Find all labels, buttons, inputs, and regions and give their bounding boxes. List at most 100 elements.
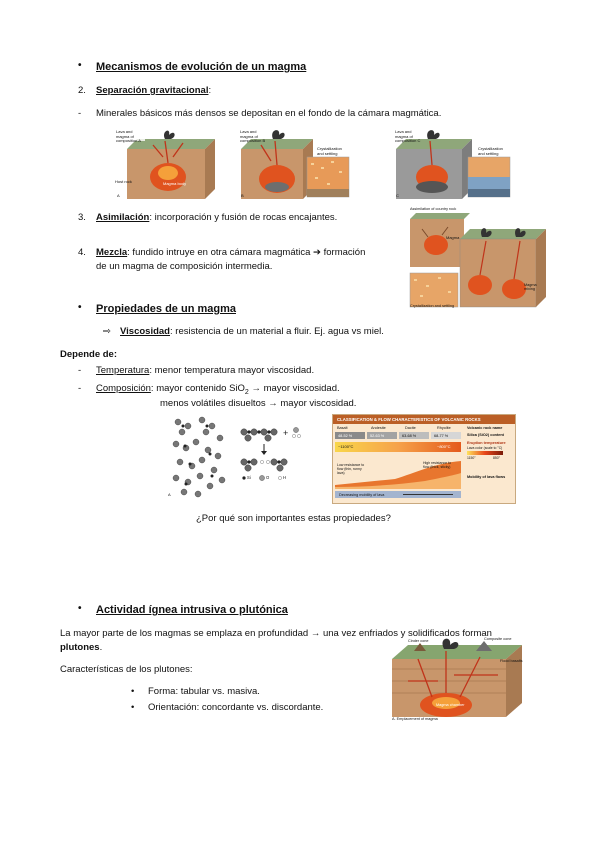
fig-label-assimilation: Assimilation of country rock (410, 207, 457, 211)
fig-label-composite: Composite cone (484, 637, 512, 641)
figure-volcanic-rocks-table: CLASSIFICATION & FLOW CHARACTERISTICS OF… (332, 414, 516, 504)
fig-label-cinder: Cinder cone (408, 639, 429, 643)
bullet-dot: • (78, 603, 82, 614)
period: . (99, 642, 103, 653)
section-title-actividad: Actividad ígnea intrusiva o plutónica (96, 604, 288, 616)
figure-gravitational-a: Lava and magma of composition A Host roc… (113, 127, 216, 201)
mezcla-text-2: formación (321, 247, 366, 258)
fig-label-magma-body: Magma body (163, 181, 187, 186)
dash: - (78, 383, 82, 394)
depends-label: Depende de: (60, 349, 118, 360)
temperatura-text: : menor temperatura mayor viscosidad. (149, 365, 315, 376)
high-resistance: High resistance to flow (thick, sticky) (423, 461, 452, 469)
figure-assimilation-mixing: Assimilation of country rock Magma Magma… (408, 207, 548, 310)
question-text: ¿Por qué son importantes estas propiedad… (196, 513, 391, 524)
bullet-dot: • (78, 302, 82, 313)
fig-label-magma: Magma (446, 235, 460, 240)
term-separacion: Separación gravitacional (96, 85, 209, 96)
temp-scale-1: 1150° (467, 456, 476, 460)
term-plutones: plutones (60, 642, 100, 653)
silica-label: Silica (SiO2) content (467, 433, 504, 437)
rock-basalt: Basalt (337, 426, 348, 430)
fig-label-crystallization-4: Crystallization and settling (410, 304, 455, 308)
decreasing-mobility: Decreasing mobility of lava (339, 492, 385, 497)
low-resistance: Low resistance to flow (thin, runny lava… (337, 463, 365, 475)
fig-label-lava-b: Lava and magma of composition B (240, 129, 266, 143)
silica-dacite: 63-68 % (402, 433, 417, 438)
fig-label-a: A (117, 193, 120, 198)
term-composicion: Composición (96, 383, 151, 394)
arrow-outline-icon: ⇨ (103, 326, 111, 337)
temp-scale-2: 850° (493, 456, 501, 460)
section-title-propiedades: Propiedades de un magma (96, 303, 236, 315)
colon: : (208, 85, 212, 96)
rock-andesite: Andesite (371, 426, 386, 430)
figure-water-silicate: + Si O H (238, 424, 308, 484)
item-temperatura: Temperatura: menor temperatura mayor vis… (96, 364, 314, 377)
fig-label-mol-a: A (168, 492, 171, 497)
section-title-mecanismos: Mecanismos de evolución de un magma (96, 61, 307, 73)
fig-label-magma-mixing: Magma mixing (524, 283, 537, 291)
characteristics-label: Características de los plutones: (60, 664, 193, 675)
fig-label-crystallization-c: Crystallization and settling (478, 146, 503, 156)
fig-caption: A. Emplacement of magma (392, 717, 438, 721)
col-header: Volcanic rock name (467, 426, 503, 430)
mezcla-line-2: de un magma de composición intermedia. (96, 261, 273, 272)
arrow-right-icon: ➔ (313, 247, 321, 258)
asimilacion-text: : incorporación y fusión de rocas encaja… (149, 212, 338, 223)
plutones-paragraph-2: plutones. (60, 641, 102, 654)
item-composicion: Composición: mayor contenido SiO2 → mayo… (96, 382, 340, 399)
term-asimilacion: Asimilación (96, 212, 150, 223)
item-separacion: Separación gravitacional: (96, 84, 211, 97)
temp-left: ~1100°C (338, 444, 354, 449)
figure-plutonic-intrusion: Cinder cone Composite cone Flood basalts… (388, 637, 528, 722)
item-number-3: 3. (78, 212, 86, 223)
fig-label-chamber: Magma chamber (436, 703, 465, 707)
temp-right: ~800°C (437, 444, 451, 449)
bullet-dot: • (131, 686, 135, 697)
silica-andesite: 52-63 % (370, 433, 385, 438)
item-viscosidad: Viscosidad: resistencia de un material a… (120, 325, 384, 338)
fig-label-lava-a: Lava and magma of composition A (116, 129, 141, 143)
item-asimilacion: Asimilación: incorporación y fusión de r… (96, 211, 337, 224)
table-title: CLASSIFICATION & FLOW CHARACTERISTICS OF… (337, 417, 481, 422)
eruption-label: Eruption temperature (467, 441, 506, 445)
bullet-dot: • (131, 702, 135, 713)
mobility-label: Mobility of lava flows (467, 475, 506, 479)
fig-label-c: C (396, 193, 399, 198)
item-number-4: 4. (78, 247, 86, 258)
item-number-2: 2. (78, 85, 86, 96)
term-temperatura: Temperatura (96, 365, 150, 376)
composicion-text: : mayor contenido SiO (150, 383, 245, 394)
figure-gravitational-c: Lava and magma of composition C Crystall… (392, 127, 512, 201)
figure-gravitational-b: Lava and magma of composition B Crystall… (237, 127, 350, 201)
bullet-orientacion: Orientación: concordante vs. discordante… (148, 702, 324, 713)
mezcla-text: : fundido intruye en otra cámara magmáti… (127, 247, 311, 258)
plutones-paragraph: La mayor parte de los magmas se emplaza … (60, 628, 492, 639)
viscosidad-text: : resistencia de un material a fluir. Ej… (170, 326, 384, 337)
composicion-text-2: → mayor viscosidad. (251, 383, 340, 394)
rock-rhyolite: Rhyolite (437, 426, 451, 430)
rock-dacite: Dacite (405, 426, 416, 430)
silica-rhyolite: 68-77 % (434, 433, 449, 438)
legend-o: O (266, 475, 270, 480)
fig-label-b: B (241, 193, 244, 198)
minerals-text: Minerales básicos más densos se deposita… (96, 108, 442, 119)
term-viscosidad: Viscosidad (120, 326, 170, 337)
legend-si: Si (247, 475, 251, 480)
svg-text:+: + (283, 428, 288, 438)
bullet-forma: Forma: tabular vs. masiva. (148, 686, 260, 697)
dash: - (78, 108, 82, 119)
fig-label-lava-c: Lava and magma of composition C (395, 129, 421, 143)
figure-silicate-network: A (168, 414, 230, 500)
subscript-2: 2 (244, 388, 249, 396)
term-mezcla: Mezcla (96, 247, 128, 258)
legend-h: H (283, 475, 287, 480)
silica-basalt: 48-52 % (338, 433, 353, 438)
fig-label-plateau: Flood basalts (500, 659, 523, 663)
fig-label-host-rock: Host rock (115, 179, 132, 184)
volatiles-line: menos volátiles disueltos → mayor viscos… (160, 398, 357, 409)
dash: - (78, 365, 82, 376)
lava-color-label: Lava color (scale to °C) (467, 446, 503, 450)
item-mezcla: Mezcla: fundido intruye en otra cámara m… (96, 246, 365, 259)
